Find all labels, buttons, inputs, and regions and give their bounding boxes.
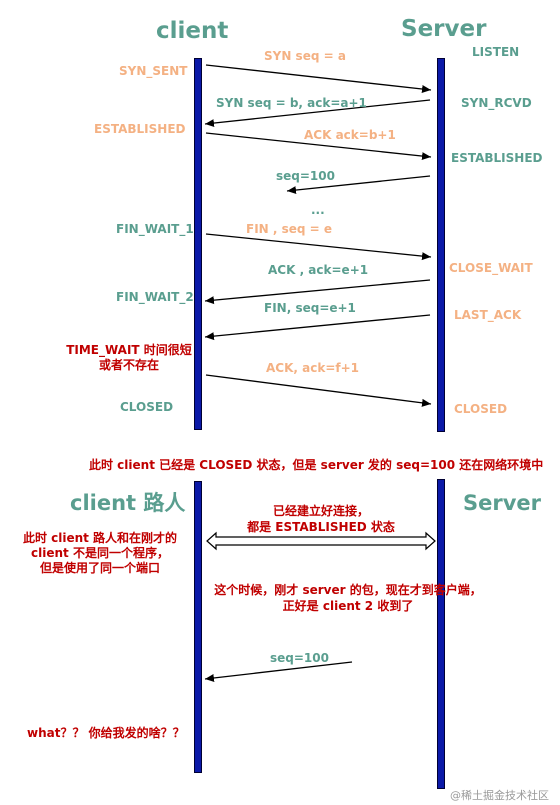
client-passerby-timeline [194,481,202,773]
msg-syn-ack: SYN seq = b, ack=a+1 [216,96,367,110]
state-fin-wait-2: FIN_WAIT_2 [116,290,194,304]
client-passerby-title: client 路人 [70,491,186,515]
arrow-ack-e [204,279,431,305]
established-double-arrow [206,531,436,551]
arrow-fin-f [204,314,431,341]
state-server-established: ESTABLISHED [451,151,543,165]
state-time-wait: TIME_WAIT 时间很短 或者不存在 [66,343,192,372]
state-last-ack: LAST_ACK [454,308,522,322]
arrow-ack-f [205,374,432,407]
server-timeline [437,58,445,432]
msg-seq100: seq=100 [276,169,335,183]
established-note: 已经建立好连接， 都是 ESTABLISHED 状态 [247,504,395,534]
server-timeline-2 [437,479,445,789]
confused-question: what？？ 你给我发的啥？？ [27,726,185,740]
arrow-late-seq100 [204,661,353,682]
client-title: client [156,18,229,44]
state-close-wait: CLOSE_WAIT [449,261,533,275]
closed-state-note: 此时 client 已经是 CLOSED 状态，但是 server 发的 seq… [89,458,544,472]
msg-fin: FIN , seq = e [246,222,333,236]
state-server-closed: CLOSED [454,402,508,416]
msg-ack-e: ACK , ack=e+1 [268,263,369,277]
state-client-closed: CLOSED [120,400,174,414]
arrow-syn-ack [204,99,431,128]
late-packet-note: 这个时候，刚才 server 的包，现在才到客户端， 正好是 client 2 … [214,583,482,613]
server-title-2: Server [463,491,542,515]
state-listen: LISTEN [472,45,520,59]
arrow-seq100 [286,175,431,195]
state-syn-rcvd: SYN_RCVD [461,96,532,110]
client-timeline [194,58,202,430]
msg-fin-f: FIN, seq=e+1 [264,301,356,315]
state-client-established: ESTABLISHED [94,122,186,136]
arrow-fin [205,233,432,261]
msg-ack: ACK ack=b+1 [304,128,396,142]
msg-syn: SYN seq = a [264,49,346,63]
state-syn-sent: SYN_SENT [119,64,188,78]
msg-ack-f: ACK, ack=f+1 [266,361,359,375]
arrow-syn [205,64,432,93]
state-fin-wait-1: FIN_WAIT_1 [116,222,194,236]
client-passerby-note: 此时 client 路人和在刚才的 client 不是同一个程序， 但是使用了同… [22,531,178,575]
watermark: @稀土掘金技术社区 [450,789,549,802]
late-seq100-label: seq=100 [270,651,329,665]
arrow-ack [205,132,432,161]
server-title: Server [401,16,487,42]
msg-ellipsis: ... [311,203,325,217]
